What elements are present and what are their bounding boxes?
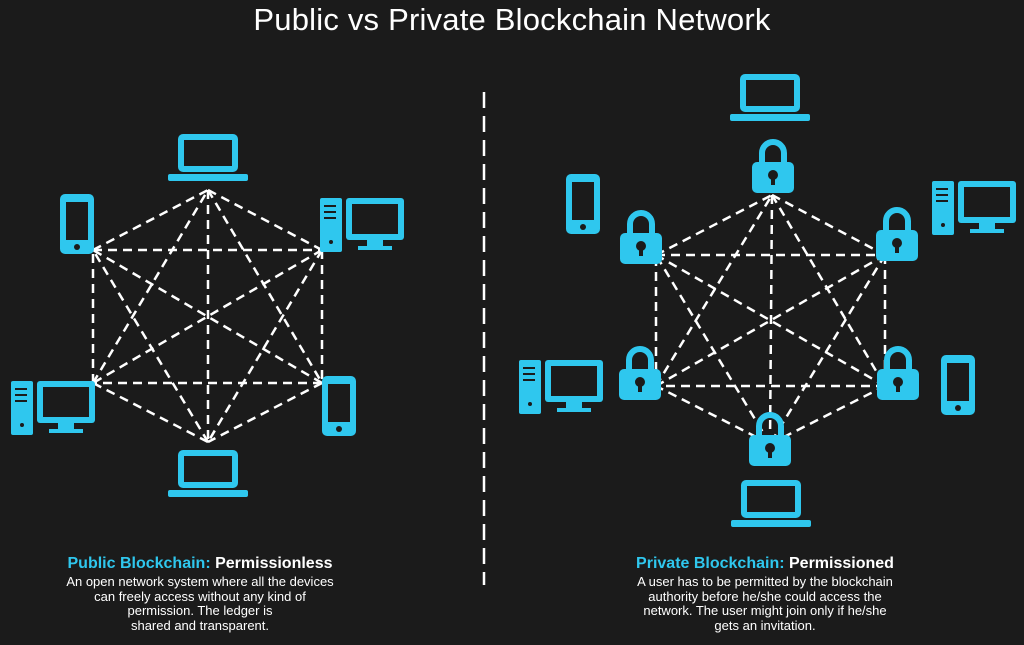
desktop-icon	[519, 360, 603, 414]
public-description-line: An open network system where all the dev…	[66, 574, 334, 589]
private-heading-type: Permissioned	[789, 555, 894, 572]
lock-icon	[620, 213, 662, 264]
lock-icon	[877, 349, 919, 400]
public-network	[11, 134, 404, 497]
private-heading-label: Private Blockchain:	[636, 555, 785, 572]
public-caption: Public Blockchain: Permissionless An ope…	[30, 553, 370, 633]
page-title: Public vs Private Blockchain Network	[253, 2, 771, 37]
phone-icon	[566, 174, 600, 234]
laptop-icon	[168, 134, 248, 181]
private-mesh-lines	[654, 193, 887, 446]
private-description-line: network. The user might join only if he/…	[643, 603, 887, 618]
desktop-icon	[932, 181, 1016, 235]
public-heading: Public Blockchain: Permissionless	[30, 553, 370, 575]
public-heading-label: Public Blockchain:	[67, 555, 211, 572]
lock-icon	[876, 210, 918, 261]
public-description-line: can freely access without any kind of	[94, 588, 306, 604]
laptop-icon	[168, 450, 248, 497]
laptop-icon	[730, 74, 810, 121]
lock-icon	[752, 142, 794, 193]
public-description-line: shared and transparent.	[130, 617, 270, 633]
private-description-line: gets an invitation.	[714, 617, 816, 633]
laptop-icon	[731, 480, 811, 527]
private-description-line: authority before he/she could access the	[648, 588, 882, 604]
phone-icon	[322, 376, 356, 436]
lock-icon	[619, 349, 661, 400]
private-caption: Private Blockchain: Permissioned A user …	[590, 553, 940, 633]
public-heading-type: Permissionless	[215, 555, 333, 572]
public-description-line: permission. The ledger is	[127, 603, 273, 618]
phone-icon	[941, 355, 975, 415]
desktop-icon	[11, 381, 95, 435]
public-mesh-lines	[91, 188, 324, 444]
private-heading: Private Blockchain: Permissioned	[590, 553, 940, 575]
public-description: An open network system where all the dev…	[30, 574, 370, 633]
desktop-icon	[320, 198, 404, 252]
private-description-line: A user has to be permitted by the blockc…	[637, 574, 893, 589]
private-description: A user has to be permitted by the blockc…	[590, 574, 940, 633]
phone-icon	[60, 194, 94, 254]
private-network	[519, 74, 1016, 527]
